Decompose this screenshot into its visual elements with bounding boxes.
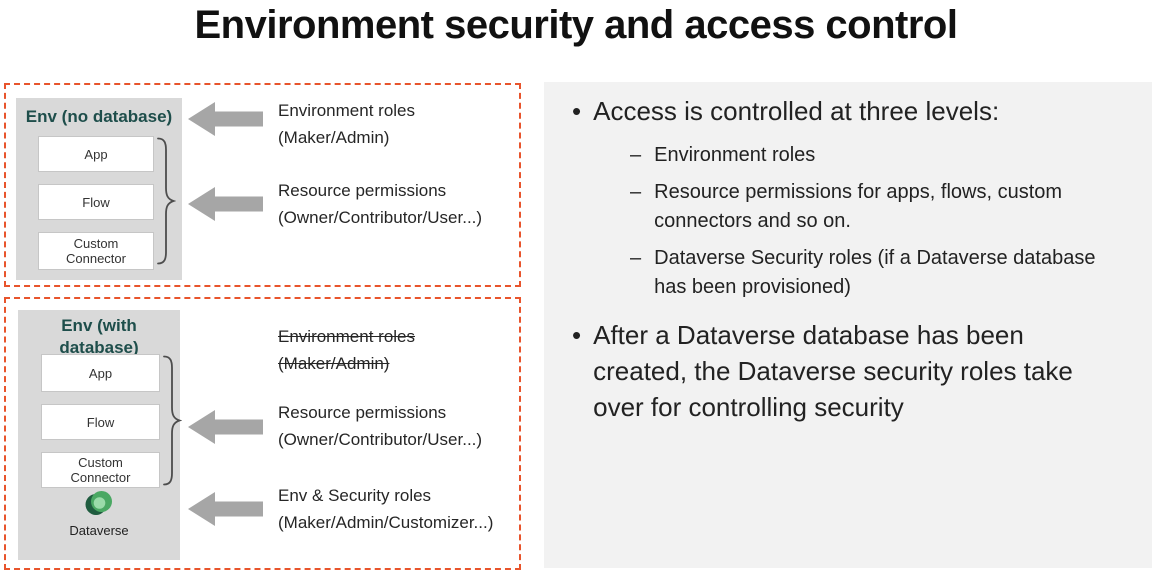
custom-connector-box: Custom Connector [41, 452, 160, 488]
annotation-line-strikethrough: Environment roles [278, 327, 416, 346]
flow-box: Flow [41, 404, 160, 440]
bullet-dataverse-takeover: • After a Dataverse database has been cr… [572, 317, 1128, 425]
env-no-database-section: Env (no database) App Flow Custom Connec… [4, 83, 521, 287]
annotation-env-security-roles: Env & Security roles (Maker/Admin/Custom… [278, 482, 493, 536]
annotation-line: Environment roles [278, 101, 416, 120]
left-arrow-icon [188, 102, 263, 136]
annotation-line: Env & Security roles [278, 486, 432, 505]
sub-bullet-resource-permissions: – Resource permissions for apps, flows, … [630, 178, 1128, 236]
env-no-database-box: Env (no database) App Flow Custom Connec… [16, 98, 182, 280]
page-title: Environment security and access control [194, 3, 958, 47]
bullet-text: After a Dataverse database has been crea… [593, 320, 1073, 422]
sub-bullet-text: Resource permissions for apps, flows, cu… [654, 181, 1063, 232]
annotation-line: (Maker/Admin/Customizer...) [278, 513, 494, 532]
sub-bullet-list: – Environment roles – Resource permissio… [630, 141, 1128, 302]
dataverse-icon [85, 491, 112, 515]
dash-icon: – [630, 247, 642, 269]
sub-bullet-text: Dataverse Security roles (if a Dataverse… [654, 247, 1096, 298]
annotation-line: Resource permissions [278, 403, 447, 422]
left-arrow-icon [188, 492, 263, 526]
env-with-database-box: Env (with database) App Flow Custom Conn… [18, 310, 180, 560]
annotation-line: (Owner/Contributor/User...) [278, 208, 483, 227]
env-no-database-title: Env (no database) [25, 107, 173, 126]
annotation-line: Resource permissions [278, 181, 447, 200]
notes-panel: • Access is controlled at three levels: … [544, 82, 1152, 568]
app-box: App [41, 354, 160, 392]
annotation-environment-roles: Environment roles (Maker/Admin) [278, 97, 415, 151]
bullet-access-levels: • Access is controlled at three levels: [572, 94, 1128, 128]
annotation-environment-roles-struck: Environment roles (Maker/Admin) [278, 323, 415, 377]
bullet-icon: • [572, 96, 582, 126]
env-with-database-title: Env (with database) [59, 316, 139, 357]
flow-box: Flow [38, 184, 154, 220]
sub-bullet-environment-roles: – Environment roles [630, 141, 1128, 170]
curly-brace-icon [163, 355, 182, 486]
left-arrow-icon [188, 187, 263, 221]
app-box: App [38, 136, 154, 172]
dash-icon: – [630, 181, 642, 203]
curly-brace-icon [157, 137, 176, 265]
annotation-resource-permissions: Resource permissions (Owner/Contributor/… [278, 177, 482, 231]
dataverse-label: Dataverse [69, 523, 129, 538]
bullet-icon: • [572, 320, 582, 350]
annotation-line: (Maker/Admin) [278, 128, 390, 147]
custom-connector-box: Custom Connector [38, 232, 154, 270]
sub-bullet-dataverse-roles: – Dataverse Security roles (if a Dataver… [630, 244, 1128, 302]
env-with-database-section: Env (with database) App Flow Custom Conn… [4, 297, 521, 570]
dash-icon: – [630, 144, 642, 166]
left-arrow-icon [188, 410, 263, 444]
sub-bullet-text: Environment roles [654, 144, 816, 166]
bullet-text: Access is controlled at three levels: [593, 96, 1000, 126]
annotation-line-strikethrough: (Maker/Admin) [278, 354, 390, 373]
annotation-line: (Owner/Contributor/User...) [278, 430, 483, 449]
annotation-resource-permissions: Resource permissions (Owner/Contributor/… [278, 399, 482, 453]
